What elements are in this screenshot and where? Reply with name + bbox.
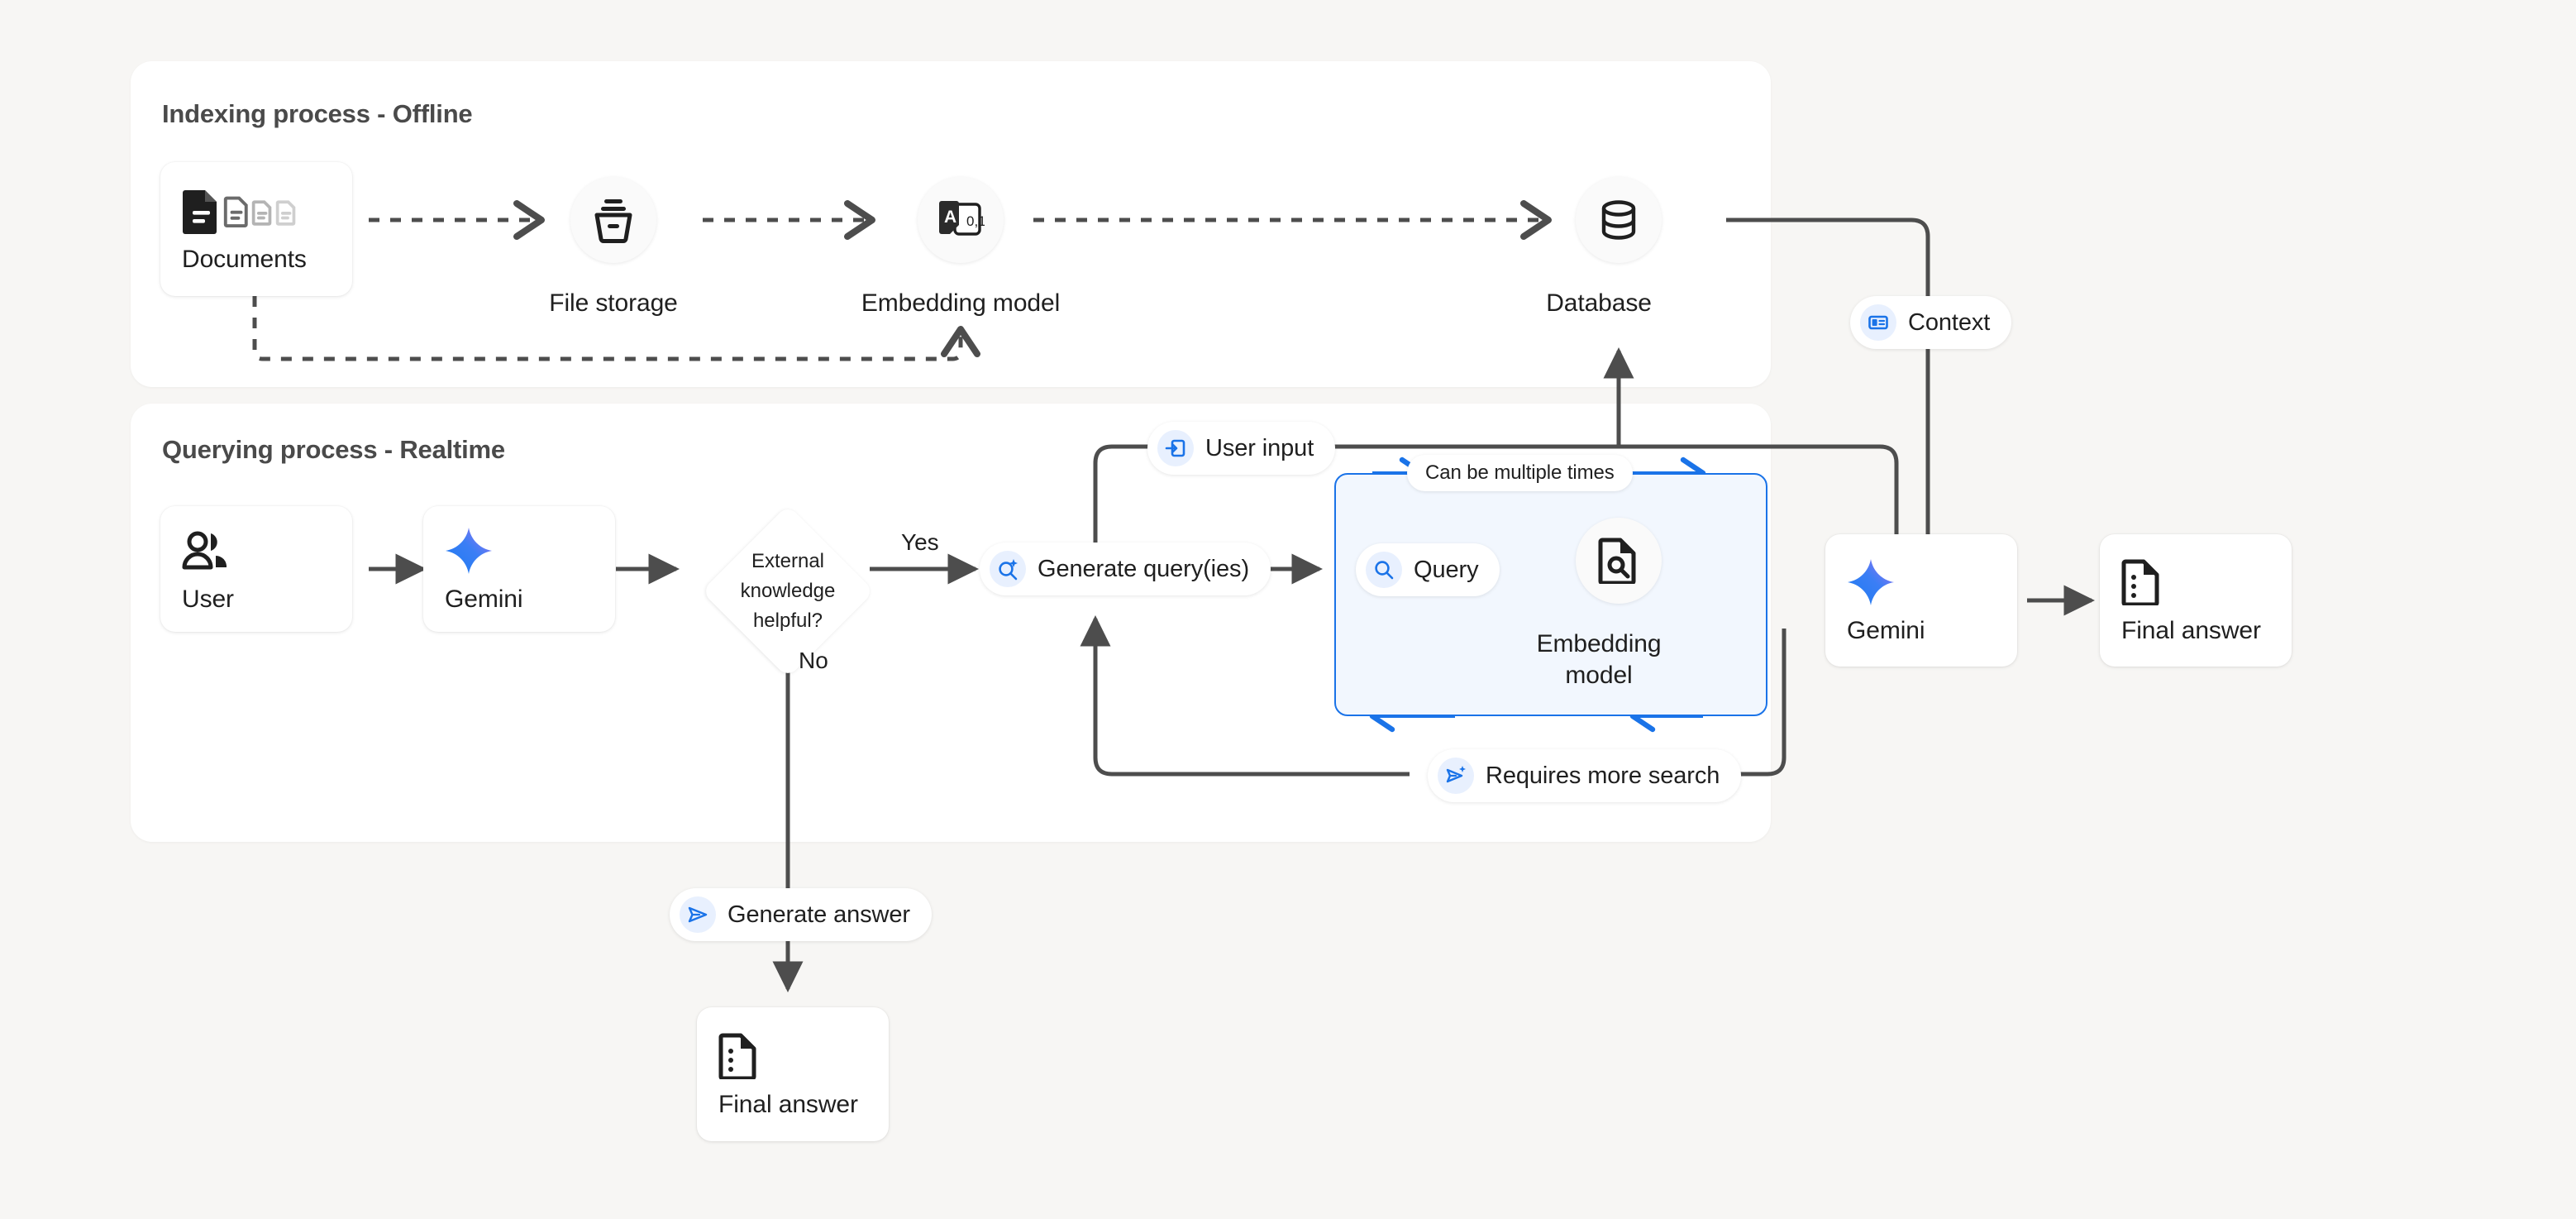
pill-requires-more-search[interactable]: Requires more search xyxy=(1428,749,1742,802)
pill-requires-more-search-label: Requires more search xyxy=(1486,762,1720,789)
node-final-gemini[interactable]: Gemini xyxy=(1825,534,2017,667)
gemini-sparkle-icon xyxy=(445,524,594,577)
embedding-model-line-2: model xyxy=(1565,661,1633,689)
pill-generate-queries[interactable]: Generate query(ies) xyxy=(980,543,1271,595)
node-file-storage-label: File storage xyxy=(549,289,678,317)
node-embedding-model-querying-label: Embedding model xyxy=(1526,629,1672,691)
node-final-answer-right[interactable]: Final answer xyxy=(2100,534,2292,667)
search-sparkle-icon xyxy=(990,551,1026,587)
node-documents[interactable]: Documents xyxy=(160,162,352,296)
answer-doc-icon xyxy=(2121,556,2270,609)
input-arrow-icon xyxy=(1157,430,1194,466)
pill-query[interactable]: Query xyxy=(1356,543,1500,596)
panel-querying-title: Querying process - Realtime xyxy=(162,435,505,464)
text-to-vector-icon: 0,1 A xyxy=(939,201,985,236)
pill-generate-answer-label: Generate answer xyxy=(727,901,910,928)
pill-user-input-label: User input xyxy=(1205,434,1314,461)
pill-user-input[interactable]: User input xyxy=(1147,422,1336,475)
embedding-model-line-1: Embedding xyxy=(1536,630,1662,657)
documents-icon xyxy=(182,184,331,237)
label-can-be-multiple-times-text: Can be multiple times xyxy=(1425,461,1615,484)
node-gemini[interactable]: Gemini xyxy=(423,506,615,632)
send-icon xyxy=(680,896,716,933)
send-sparkle-icon xyxy=(1438,758,1474,794)
answer-doc-icon xyxy=(718,1030,867,1083)
panel-indexing-title: Indexing process - Offline xyxy=(162,99,473,128)
svg-text:A: A xyxy=(944,208,956,227)
node-final-answer-bottom[interactable]: Final answer xyxy=(697,1007,889,1141)
node-final-answer-right-label: Final answer xyxy=(2121,617,2261,644)
pill-context-label: Context xyxy=(1908,308,1991,336)
node-documents-label: Documents xyxy=(182,246,307,273)
node-file-storage[interactable] xyxy=(570,177,656,263)
search-icon xyxy=(1366,552,1402,588)
svg-text:0,1: 0,1 xyxy=(966,213,985,229)
node-gemini-label: Gemini xyxy=(445,586,523,613)
node-database-label: Database xyxy=(1546,289,1652,317)
branch-label-yes: Yes xyxy=(901,529,939,555)
decision-label: External knowledge helpful? xyxy=(709,513,866,670)
node-database[interactable] xyxy=(1576,177,1662,263)
node-embedding-model-querying[interactable] xyxy=(1576,518,1662,604)
decision-line-2: knowledge xyxy=(740,580,836,602)
pill-generate-queries-label: Generate query(ies) xyxy=(1038,555,1249,582)
people-icon xyxy=(182,524,331,577)
node-final-gemini-label: Gemini xyxy=(1847,617,1925,644)
label-can-be-multiple-times: Can be multiple times xyxy=(1407,455,1633,491)
pill-generate-answer[interactable]: Generate answer xyxy=(670,888,932,941)
pill-query-label: Query xyxy=(1414,556,1479,583)
branch-label-no: No xyxy=(799,648,828,673)
decision-line-1: External xyxy=(751,550,825,572)
document-search-icon xyxy=(1598,538,1636,584)
node-final-answer-bottom-label: Final answer xyxy=(718,1091,858,1118)
node-embedding-model-indexing-label: Embedding model xyxy=(861,289,1061,317)
node-user[interactable]: User xyxy=(160,506,352,632)
file-storage-icon xyxy=(594,199,632,243)
gemini-sparkle-icon xyxy=(1847,556,1996,609)
node-embedding-model-indexing[interactable]: 0,1 A xyxy=(918,177,1004,263)
database-icon xyxy=(1601,200,1636,240)
pill-context[interactable]: Context xyxy=(1850,296,2012,349)
node-user-label: User xyxy=(182,586,234,613)
decision-line-3: helpful? xyxy=(752,610,823,632)
context-panel-icon xyxy=(1860,304,1896,341)
node-decision-external-knowledge[interactable]: External knowledge helpful? xyxy=(701,504,875,678)
